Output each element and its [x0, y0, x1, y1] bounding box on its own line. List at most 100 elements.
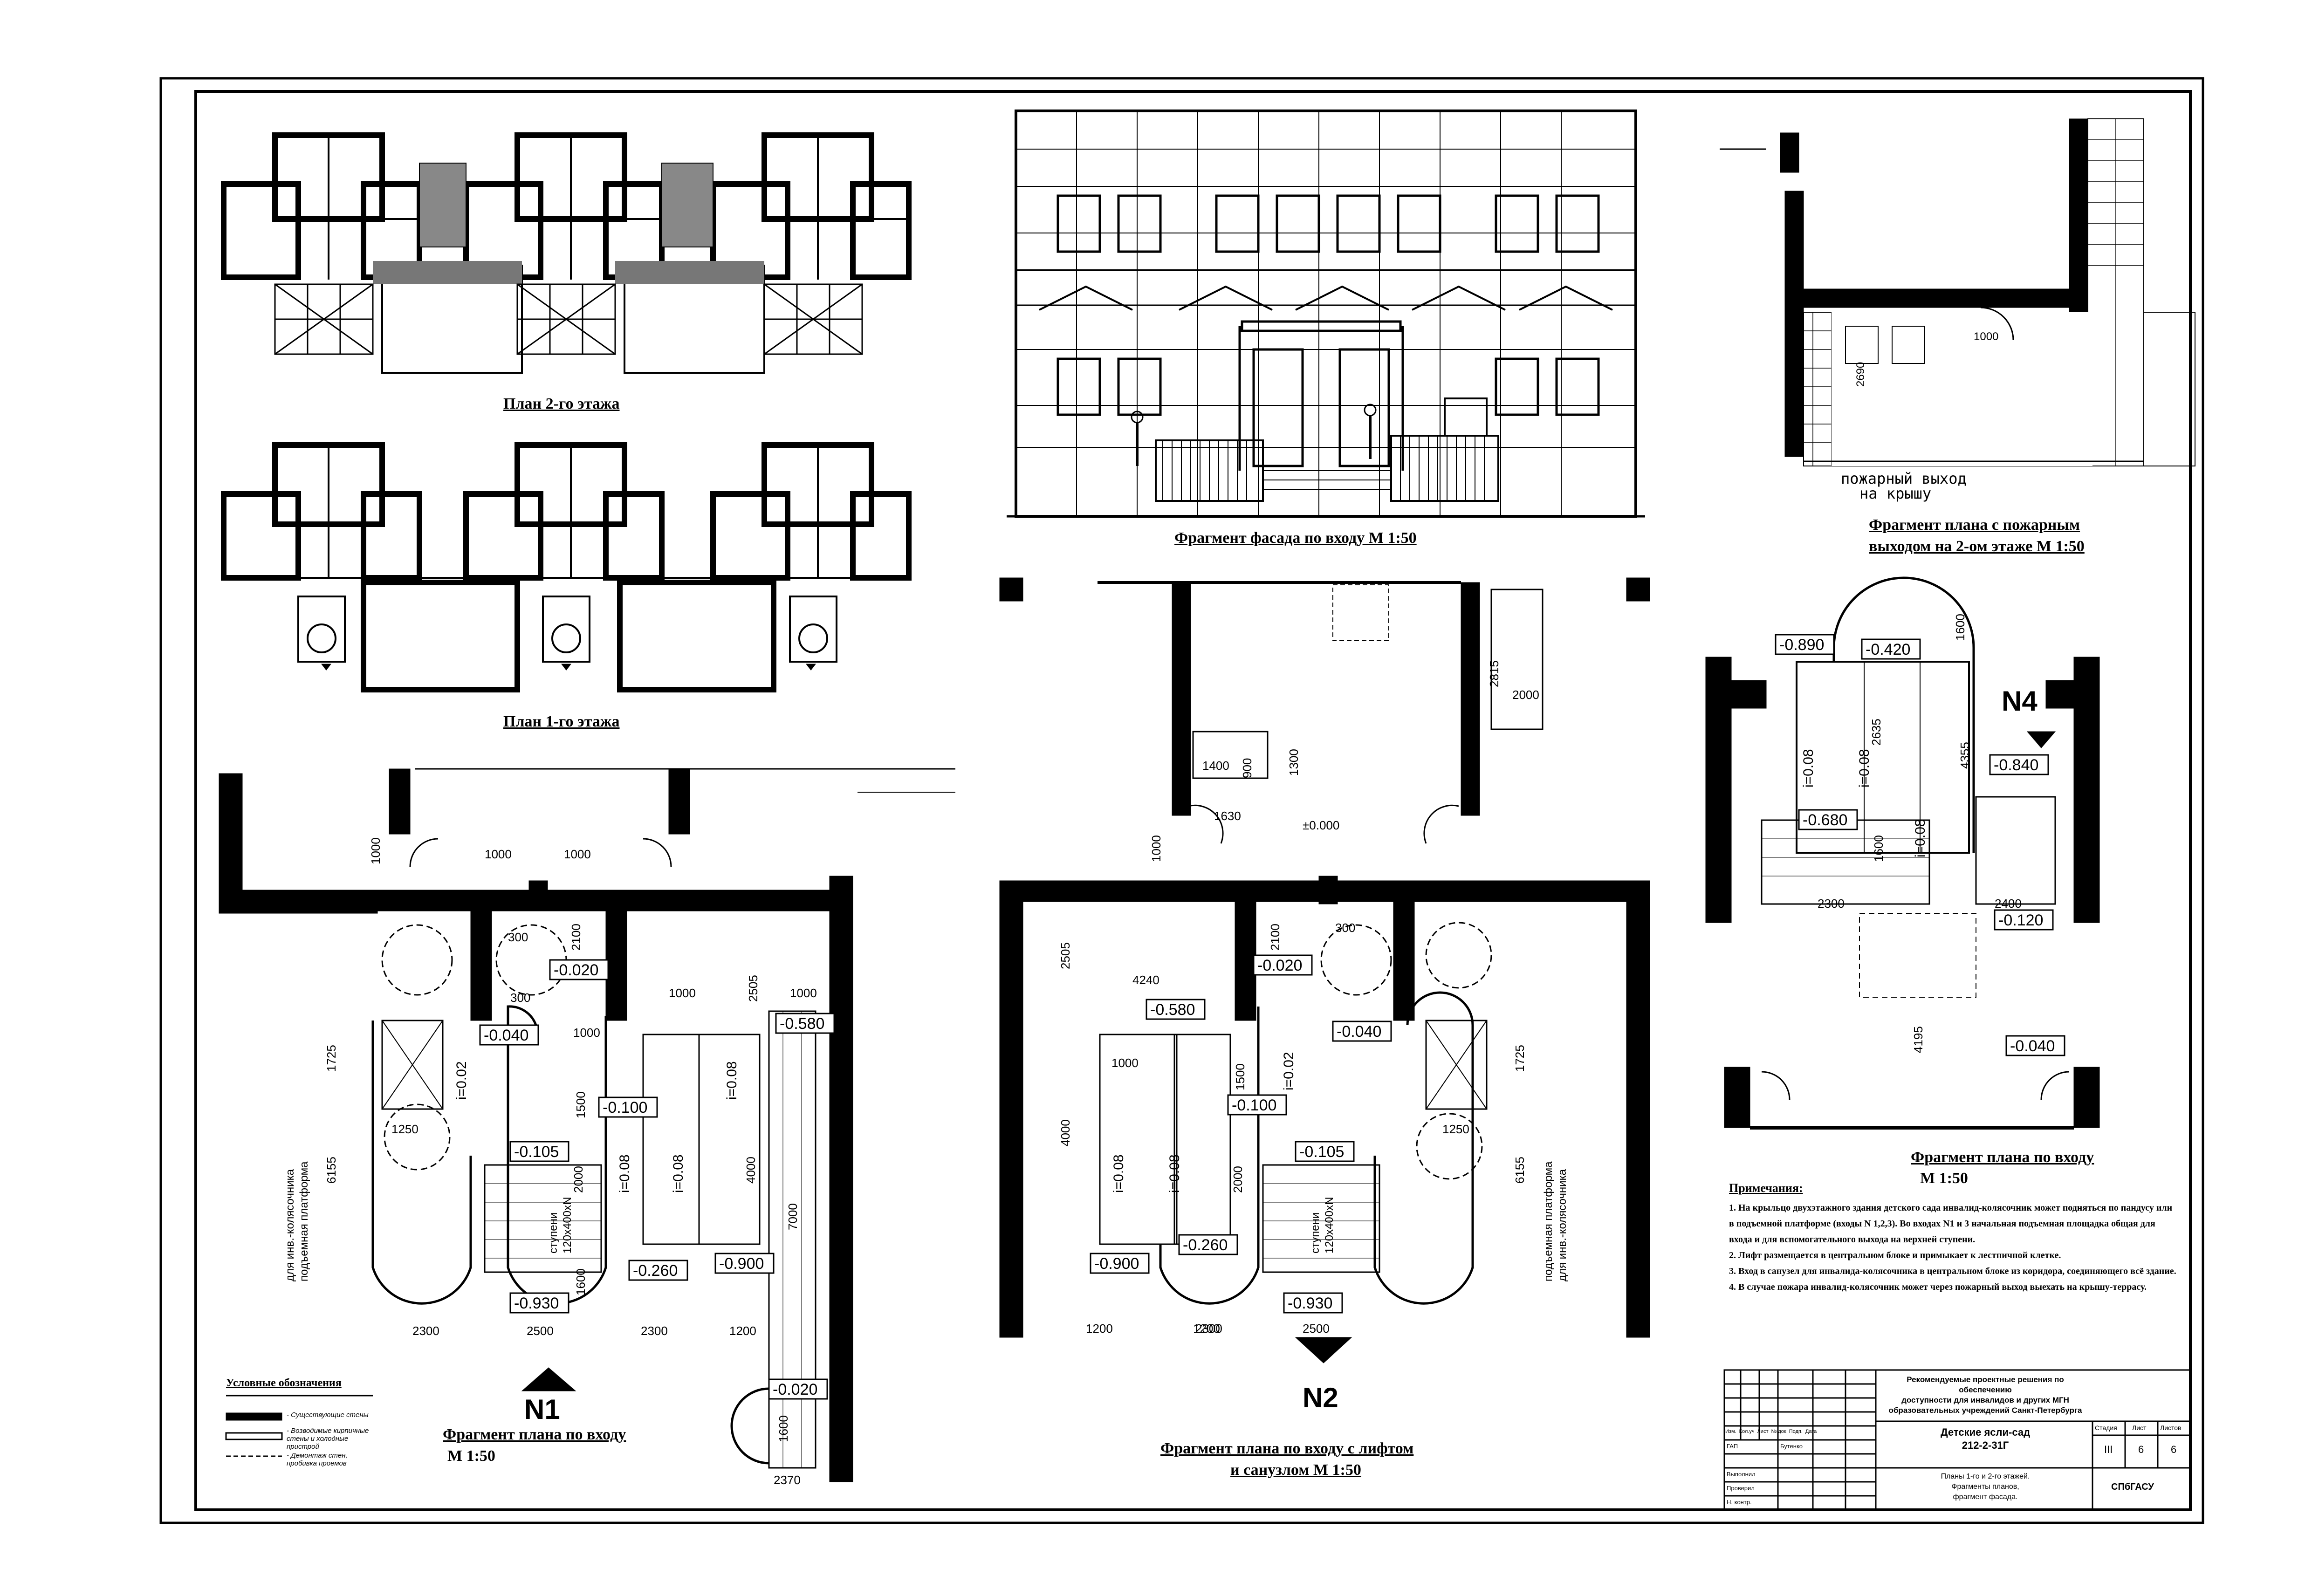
- stamp-sheet-name: Планы 1-го и 2-го этажей. Фрагменты план…: [1880, 1472, 2090, 1502]
- n1-level-1: -0.020: [554, 961, 598, 979]
- n2-dim-4000: 4000: [1058, 1119, 1072, 1146]
- notes-list: 1. На крыльцо двухэтажного здания детско…: [1729, 1200, 2176, 1295]
- title-plan-floor-1: План 1-го этажа: [503, 713, 620, 730]
- legend-title: Условные обозначения: [226, 1377, 342, 1389]
- n2-dim-2300: 2300: [1195, 1322, 1222, 1336]
- n2-level-6: -0.260: [1183, 1236, 1228, 1254]
- n1-dim-2505: 2505: [746, 975, 760, 1002]
- n1-dim-1000f: 1000: [790, 986, 817, 1000]
- stamp-sheets-no: 6: [2171, 1444, 2177, 1455]
- drawing-texts: пожарный выход на крышу 1000 2690 N4 -0.…: [284, 330, 2065, 1487]
- n1-level-2: -0.040: [484, 1027, 528, 1044]
- n1-dim-4000: 4000: [744, 1157, 758, 1184]
- inner-frame: [194, 90, 2192, 1511]
- facade: [1007, 110, 1645, 518]
- title-block-frame: [1723, 1369, 2191, 1511]
- n1-level-9: -0.020: [773, 1381, 817, 1398]
- stamp-role-4: Н. контр.: [1727, 1499, 1752, 1506]
- n2-dim-2000b: 2000: [1231, 1166, 1245, 1193]
- title-fire-exit-2: выходом на 2-ом этаже М 1:50: [1869, 538, 2085, 555]
- n1-dim-1000e: 1000: [669, 986, 696, 1000]
- n4-level-3: -0.840: [1994, 756, 2038, 774]
- n4-dim-4195: 4195: [1911, 1026, 1925, 1053]
- n1-platform-2: для инв.-колясочника: [284, 1169, 296, 1281]
- n2-level-3: -0.100: [1232, 1096, 1276, 1114]
- fire-dim-2690: 2690: [1854, 362, 1867, 387]
- n4-level-1: -0.890: [1779, 636, 1824, 654]
- title-n1-2: М 1:50: [447, 1447, 495, 1465]
- n2-dim-2000: 2000: [1512, 688, 1539, 702]
- n1-entrance-plan: [219, 768, 955, 1482]
- n1-level-3: -0.100: [603, 1099, 647, 1117]
- stamp-col-5: Подп.: [1789, 1429, 1803, 1434]
- n4-dim-4355: 4355: [1958, 742, 1972, 769]
- n1-dim-1000d: 1000: [573, 1026, 600, 1040]
- n2-dim-2505: 2505: [1058, 942, 1072, 969]
- n1-slope-3: i=0.08: [671, 1154, 686, 1193]
- title-plan-floor-2: План 2-го этажа: [503, 395, 620, 412]
- n1-dim-1250: 1250: [391, 1122, 418, 1136]
- n1-dim-1200: 1200: [729, 1324, 756, 1338]
- n2-stairs-1: ступени: [1309, 1212, 1322, 1254]
- n4-level-labels: -0.890 -0.420 -0.840 -0.680 -0.120 -0.04…: [1775, 634, 2065, 1056]
- n2-dim-1500: 1500: [1233, 1063, 1247, 1090]
- n2-entrance-plan: [999, 577, 1650, 1363]
- n4-level-5: -0.120: [1998, 911, 2043, 929]
- n2-dim-1000b: 1000: [1111, 1056, 1139, 1070]
- n2-dim-6155: 6155: [1513, 1157, 1527, 1184]
- n4-dim-1600b: 1600: [1872, 835, 1886, 862]
- n1-slope-1: i=0.02: [454, 1061, 469, 1100]
- n2-level-8: -0.930: [1288, 1295, 1332, 1312]
- n1-dim-2000: 2000: [571, 1166, 585, 1193]
- stamp-col-2: Кол.уч: [1739, 1429, 1755, 1434]
- title-facade: Фрагмент фасада по входу М 1:50: [1174, 529, 1417, 547]
- n4-slope-2: i=0.08: [1857, 749, 1872, 788]
- stamp-sheet-h: Лист: [2132, 1424, 2147, 1432]
- n2-dim-1630: 1630: [1214, 809, 1241, 823]
- n2-level-labels: -0.020 -0.580 -0.100 -0.040 -0.105 -0.26…: [1090, 954, 1392, 1314]
- marker-n4: N4: [2002, 685, 2038, 717]
- n2-platform-1: подъемная платформа: [1542, 1161, 1555, 1281]
- n2-dim-1300: 1300: [1287, 749, 1301, 776]
- stamp-col-headers: Изм. Кол.уч Лист № док Подп. Дата: [1725, 1429, 1874, 1434]
- n2-dim-1000a: 1000: [1149, 835, 1163, 862]
- fire-exit-note-2: на крышу: [1859, 485, 1931, 502]
- n2-dim-1400: 1400: [1202, 759, 1229, 773]
- note-1: 1. На крыльцо двухэтажного здания детско…: [1729, 1203, 2173, 1245]
- stamp-gap-name: Бутенко: [1780, 1443, 1803, 1450]
- n1-level-6: -0.260: [633, 1262, 678, 1280]
- n4-entrance-plan: [1705, 576, 2100, 1130]
- stamp-sheet-no: 6: [2138, 1444, 2144, 1455]
- n1-dim-2300b: 2300: [641, 1324, 668, 1338]
- title-fire-exit-1: Фрагмент плана с пожарным: [1869, 516, 2080, 534]
- stamp-col-4: № док: [1771, 1429, 1786, 1434]
- stamp-project-2: доступности для инвалидов и других МГН: [1901, 1396, 2069, 1404]
- stamp-org: СПбГАСУ: [2111, 1482, 2154, 1492]
- notes-title: Примечания:: [1729, 1181, 1803, 1195]
- stamp-sheet-1: Планы 1-го и 2-го этажей.: [1941, 1473, 2030, 1480]
- n4-slope-1: i=0.08: [1801, 749, 1816, 788]
- n1-dim-300: 300: [508, 930, 528, 944]
- n2-dim-4240: 4240: [1132, 973, 1159, 987]
- n2-slope-2: i=0.08: [1167, 1154, 1182, 1193]
- n1-level-4: -0.105: [514, 1143, 559, 1161]
- n2-stairs-2: 120х400хN: [1323, 1197, 1336, 1254]
- n2-level-4: -0.040: [1337, 1023, 1381, 1041]
- n1-level-labels: -0.020 -0.040 -0.100 -0.105 -0.580 -0.26…: [479, 959, 835, 1400]
- stamp-project-1: Рекомендуемые проектные решения по обесп…: [1907, 1375, 2064, 1394]
- n1-level-5: -0.580: [780, 1015, 824, 1033]
- fire-exit-note-1: пожарный выход: [1841, 470, 1967, 487]
- n1-stairs-2: 120х400хN: [561, 1197, 574, 1254]
- n1-dim-2500: 2500: [527, 1324, 554, 1338]
- n1-dim-2300a: 2300: [412, 1324, 439, 1338]
- n4-dim-2300: 2300: [1818, 897, 1845, 911]
- n2-dim-2100: 2100: [1268, 924, 1282, 951]
- legend-item-2: - Возводимые кирпичные стены и холодные …: [287, 1427, 369, 1451]
- n1-dim-1600: 1600: [574, 1268, 588, 1295]
- n2-slope-1: i=0.08: [1111, 1154, 1126, 1193]
- n1-level-7: -0.900: [719, 1255, 764, 1273]
- n1-slope-2: i=0.08: [617, 1154, 632, 1193]
- n1-dim-1000c: 1000: [564, 847, 591, 861]
- stamp-object-2: 212-2-31Г: [1962, 1439, 2009, 1451]
